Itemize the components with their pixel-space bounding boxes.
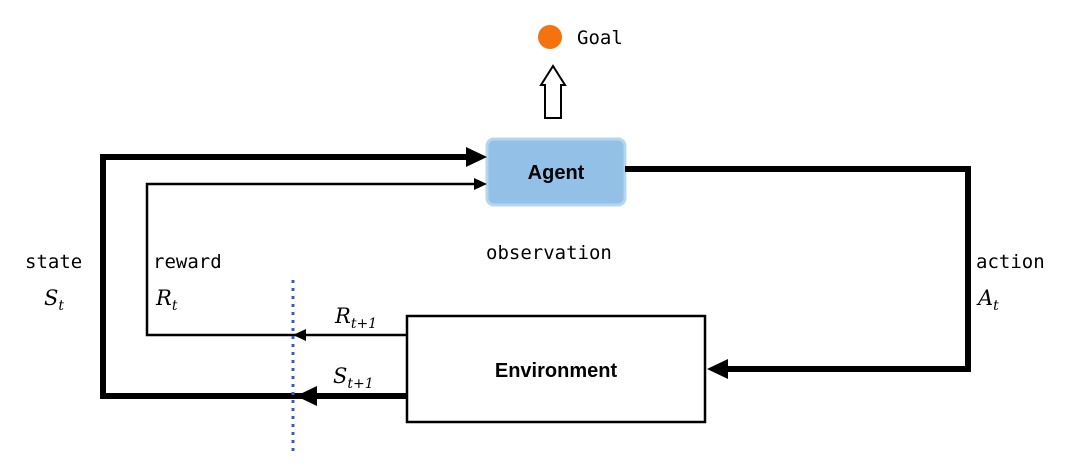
reward-symbol: Rt bbox=[155, 286, 178, 314]
goal-up-arrow-icon bbox=[539, 64, 567, 119]
next-reward-symbol-main: R bbox=[334, 304, 351, 328]
state-label: state bbox=[25, 251, 82, 273]
state-symbol: St bbox=[44, 286, 64, 314]
action-symbol-main: A bbox=[976, 286, 993, 310]
next-state-arrowhead-icon bbox=[296, 386, 317, 406]
next-reward-symbol: Rt+1 bbox=[334, 304, 377, 332]
goal-label: Goal bbox=[577, 27, 623, 49]
next-state-symbol-main: S bbox=[333, 364, 347, 388]
environment-box bbox=[405, 314, 707, 424]
reward-symbol-main: R bbox=[155, 286, 172, 310]
agent-label: Agent bbox=[528, 162, 585, 184]
next-state-symbol: St+1 bbox=[333, 364, 374, 392]
next-reward-symbol-subscript: t+1 bbox=[351, 316, 377, 332]
state-loop-line bbox=[100, 154, 472, 399]
goal-dot-icon bbox=[538, 25, 562, 49]
reward-label: reward bbox=[153, 251, 222, 273]
action-loop-line bbox=[625, 166, 971, 372]
state-symbol-subscript: t bbox=[58, 298, 64, 314]
next-reward-arrowhead-icon bbox=[293, 329, 306, 341]
state-symbol-main: S bbox=[44, 286, 58, 310]
next-state-symbol-subscript: t+1 bbox=[347, 376, 373, 392]
state-arrowhead-icon bbox=[466, 147, 487, 167]
action-label: action bbox=[976, 251, 1045, 273]
observation-label: observation bbox=[486, 242, 612, 264]
reward-symbol-subscript: t bbox=[172, 298, 178, 314]
action-symbol-subscript: t bbox=[993, 298, 999, 314]
environment-label: Environment bbox=[495, 360, 618, 382]
action-symbol: At bbox=[976, 286, 999, 314]
reward-loop-line bbox=[145, 182, 477, 337]
reward-arrowhead-icon bbox=[474, 178, 487, 190]
action-arrowhead-icon bbox=[707, 359, 728, 379]
